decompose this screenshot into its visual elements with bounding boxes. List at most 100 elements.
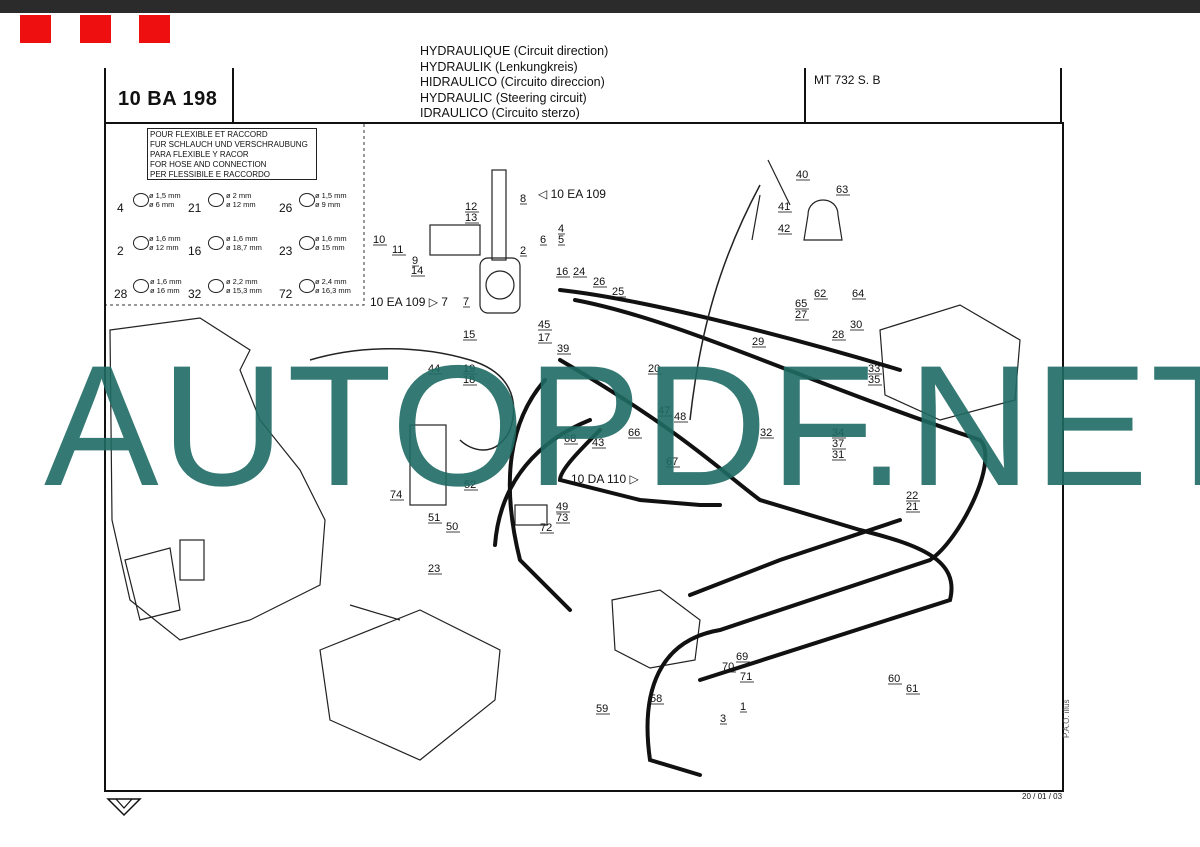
brand-red-block-2 [80,15,111,43]
legend-line: POUR FLEXIBLE ET RACCORD [150,130,268,139]
part-callout-15: 15 [463,329,475,341]
hose-ring-icon [299,279,315,293]
part-callout-18: 18 [463,374,475,386]
part-callout-74: 74 [390,489,402,501]
print-date: 20 / 01 / 03 [1022,792,1063,801]
part-callout-73: 73 [556,512,568,524]
legend-line: FOR HOSE AND CONNECTION [150,160,267,169]
part-callout-58: 58 [650,693,662,705]
hose-ring-icon [299,236,315,250]
part-callout-40: 40 [796,169,808,181]
hose-num: 2 [117,244,124,258]
part-callout-48: 48 [674,411,686,423]
part-callout-72: 72 [540,522,552,534]
part-callout-4: 4 [558,223,564,235]
illustration-credit: P.A.O. illus [1062,699,1071,738]
part-callout-42: 42 [778,223,790,235]
header-divider-ref [232,68,234,124]
part-callout-19: 19 [463,363,475,375]
diagram-frame [104,122,1064,792]
viewer-top-bar [0,0,1200,13]
legend-box: POUR FLEXIBLE ET RACCORD FUR SCHLAUCH UN… [147,128,317,180]
hose-ring-icon [133,236,149,250]
hose-num: 32 [188,287,202,301]
header-divider-left [104,68,106,124]
part-callout-8: 8 [520,193,526,205]
part-callout-59: 59 [596,703,608,715]
part-callout-23: 23 [428,563,440,575]
hose-num: 72 [279,287,293,301]
part-callout-37: 37 [832,438,844,450]
part-callout-22: 22 [906,490,918,502]
part-callout-7: 7 [463,296,469,308]
hose-num: 4 [117,201,124,215]
hose-ring-icon [208,236,224,250]
part-callout-35: 35 [868,374,880,386]
part-callout-13: 13 [465,212,477,224]
part-callout-3: 3 [720,713,726,725]
part-callout-43: 43 [592,437,604,449]
hose-ring-icon [133,279,149,293]
part-callout-17: 17 [538,332,550,344]
watermark: AUTOPDF.NET [44,330,1200,522]
hose-ring-icon [133,193,149,207]
part-callout-62: 62 [814,288,826,300]
header-divider-model [804,68,806,124]
machine-model: MT 732 S. B [814,73,881,87]
part-callout-2: 2 [520,245,526,257]
title-es: HIDRAULICO (Circuito direccion) [420,75,605,90]
part-callout-25: 25 [612,286,624,298]
part-callout-50: 50 [446,521,458,533]
title-it: IDRAULICO (Circuito sterzo) [420,106,580,121]
part-callout-5: 5 [558,234,564,246]
part-callout-6: 6 [540,234,546,246]
page-titles: HYDRAULIQUE (Circuit direction) HYDRAULI… [420,44,608,122]
cross-reference: ◁ 10 EA 109 [538,187,606,201]
legend-line: FUR SCHLAUCH UND VERSCHRAUBUNG [150,140,308,149]
part-callout-9: 9 [412,255,418,267]
hose-num: 16 [188,244,202,258]
part-callout-28: 28 [832,329,844,341]
hose-ring-icon [208,193,224,207]
cross-reference: 10 EA 109 ▷ 7 [370,295,448,309]
brand-red-block-1 [20,15,51,43]
part-callout-16: 16 [556,266,568,278]
hose-num: 26 [279,201,293,215]
hose-num: 21 [188,201,202,215]
part-callout-39: 39 [557,343,569,355]
part-callout-49: 49 [556,501,568,513]
part-callout-60: 60 [888,673,900,685]
hose-num: 23 [279,244,293,258]
part-callout-29: 29 [752,336,764,348]
part-callout-64: 64 [852,288,864,300]
part-callout-24: 24 [573,266,585,278]
part-callout-1: 1 [740,701,746,713]
part-callout-11: 11 [392,244,403,256]
part-callout-67: 67 [666,456,678,468]
title-en: HYDRAULIC (Steering circuit) [420,90,587,105]
part-callout-52: 52 [464,479,476,491]
next-page-arrow-icon[interactable] [106,796,142,818]
part-callout-20: 20 [648,363,660,375]
part-callout-47: 47 [658,405,670,417]
part-callout-68: 68 [564,433,576,445]
hose-ring-icon [208,279,224,293]
part-callout-61: 61 [906,683,918,695]
part-callout-44: 44 [428,363,440,375]
part-callout-34: 34 [832,427,844,439]
part-callout-27: 27 [795,309,807,321]
title-fr: HYDRAULIQUE (Circuit direction) [420,44,609,58]
part-callout-51: 51 [428,512,440,524]
legend-line: PER FLESSIBILE E RACCORDO [150,170,271,179]
